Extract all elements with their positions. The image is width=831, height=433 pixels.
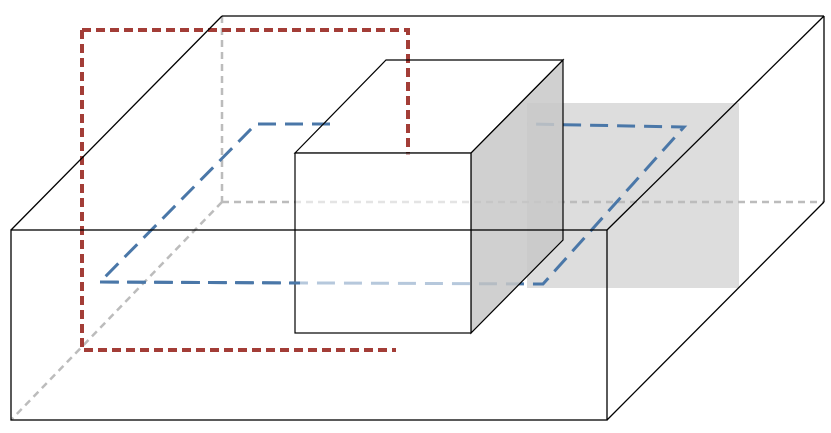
outer-box-top-left-edge	[10, 15, 223, 231]
outer-box-bottom-right-edge	[606, 201, 825, 421]
vertical-cut-plane	[80, 30, 396, 352]
inner-cube-front-face	[294, 152, 472, 334]
outer-box-front-face	[10, 229, 608, 421]
outer-box-top-right-edge	[606, 15, 825, 231]
inner-cube	[293, 58, 565, 335]
horizontal-cut-plane-front-segment	[99, 280, 301, 285]
inner-cube-side-face	[470, 58, 564, 335]
hidden-edge-bottom-left-depth	[10, 201, 223, 421]
outer-box	[10, 15, 825, 421]
vertical-cut-plane-top	[82, 28, 410, 155]
